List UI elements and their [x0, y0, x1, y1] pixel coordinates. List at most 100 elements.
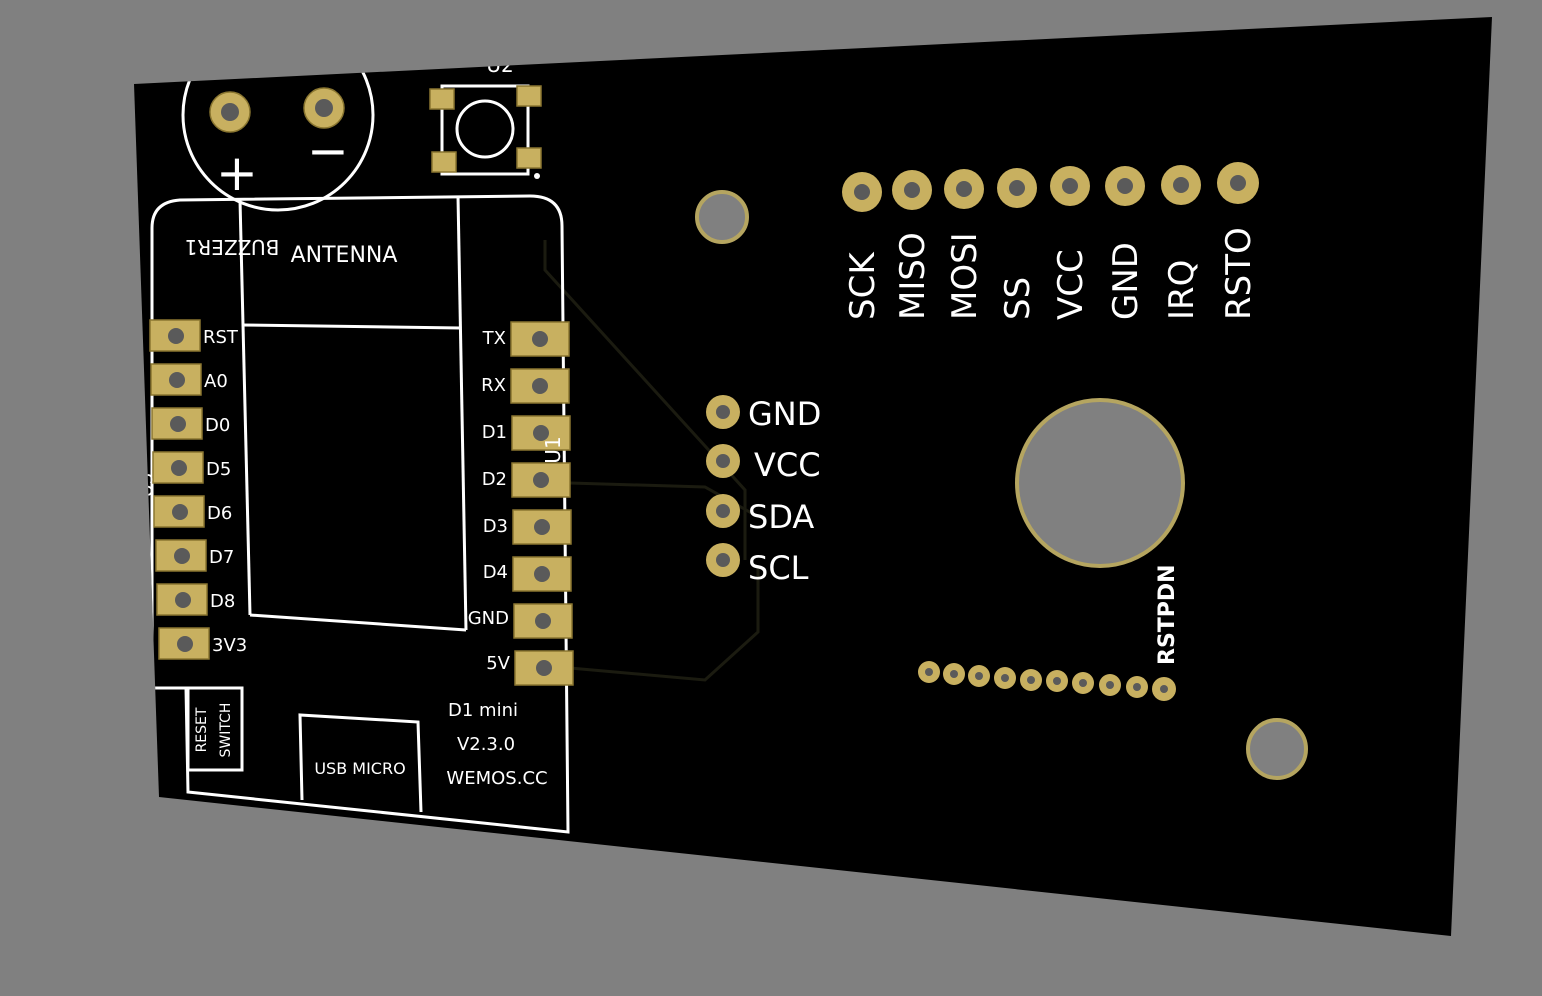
header-hole [1106, 681, 1114, 689]
switch-pad [429, 88, 455, 110]
module-pad-hole [171, 460, 187, 476]
pin-label: A0 [204, 371, 228, 392]
header-hole [956, 181, 972, 197]
module-pad-hole [534, 519, 550, 535]
module-pad-hole [169, 372, 185, 388]
module-pad-hole [177, 636, 193, 652]
pin-label: RX [481, 375, 506, 396]
rfid-label: GND [1106, 242, 1146, 320]
i2c-header [706, 395, 740, 577]
header-hole [1027, 676, 1035, 684]
buzzer-ref-label: BUZZER1 [185, 235, 280, 259]
rfid-label: MISO [893, 232, 933, 320]
module-pad [510, 368, 570, 404]
module-pad-hole [174, 548, 190, 564]
mounting-hole [695, 190, 749, 244]
i2c-label-scl: SCL [748, 549, 809, 587]
module-pad-hole [175, 592, 191, 608]
pin-label: TX [482, 328, 506, 349]
module-version-label: V2.3.0 [457, 734, 515, 755]
header-hole [1053, 677, 1061, 685]
i2c-label-sda: SDA [748, 498, 814, 536]
module-pad-hole [533, 472, 549, 488]
switch-label: SWITCH [218, 703, 234, 758]
pcb-board [134, 17, 1492, 936]
header-hole [716, 553, 730, 567]
buzzer-minus-label: − [307, 122, 349, 180]
switch-pad [516, 85, 542, 107]
reset-switch-outline [186, 686, 244, 772]
pin-label: D1 [482, 422, 507, 443]
header-hole [1062, 178, 1078, 194]
pin-label: GND [468, 608, 509, 629]
pin-label: D6 [207, 503, 232, 524]
header-hole [716, 405, 730, 419]
pin-label: D7 [209, 547, 234, 568]
header-hole [1001, 674, 1009, 682]
buzzer-hole [315, 99, 333, 117]
header-hole [950, 670, 958, 678]
module-right-pads [510, 321, 574, 686]
pin-label: D0 [205, 415, 230, 436]
usb-outline [298, 713, 423, 813]
partial-ref-label: U3 [136, 473, 157, 498]
module-outline [150, 194, 570, 834]
switch-pin1-dot [534, 173, 540, 179]
pin-label: D3 [483, 516, 508, 537]
module-inner-line [249, 613, 467, 632]
module-left-labels: RST A0 D0 D5 D6 D7 D8 3V3 [203, 327, 247, 656]
module-pad-hole [170, 416, 186, 432]
switch-outline [440, 84, 530, 176]
header-hole [1133, 683, 1141, 691]
pin-label: D2 [482, 469, 507, 490]
rfid-header [842, 162, 1259, 212]
rfid-label: SCK [843, 251, 883, 320]
mounting-hole [1246, 718, 1308, 780]
trace [569, 565, 760, 682]
antenna-label: ANTENNA [291, 243, 398, 268]
header-hole [1009, 180, 1025, 196]
rfid-label: IRQ [1162, 260, 1202, 320]
rfid-label: MOSI [945, 232, 985, 320]
header-hole [1173, 177, 1189, 193]
module-pad-hole [168, 328, 184, 344]
module-pad-hole [536, 660, 552, 676]
rfid-label: VCC [1051, 249, 1091, 320]
module-left-pads [149, 319, 210, 660]
header-hole [716, 454, 730, 468]
module-pad-hole [172, 504, 188, 520]
switch-pad [431, 151, 457, 173]
rfid-label: RSTO [1219, 227, 1259, 320]
module-name-label: D1 mini [448, 700, 518, 721]
reset-label: RESET [194, 707, 210, 752]
module-pad-hole [532, 331, 548, 347]
module-inner-line [238, 199, 252, 616]
pin-label: 3V3 [212, 635, 247, 656]
header-hole [1079, 679, 1087, 687]
i2c-label-gnd: GND [748, 395, 821, 433]
pin-label: RST [203, 327, 239, 348]
module-pad-hole [532, 378, 548, 394]
usb-label: USB MICRO [314, 759, 405, 778]
pin-label: 5V [486, 653, 510, 674]
rfid-label: SS [998, 277, 1038, 320]
bottom-header [918, 661, 1176, 701]
module-pad-hole [535, 613, 551, 629]
header-hole [1160, 685, 1168, 693]
switch-ref-label: U2 [486, 53, 513, 77]
header-hole [975, 672, 983, 680]
module-pad-hole [534, 566, 550, 582]
buzzer-hole [221, 103, 239, 121]
pin-label: D4 [483, 562, 508, 583]
antenna-divider [241, 323, 461, 330]
header-hole [854, 184, 870, 200]
module-vendor-label: WEMOS.CC [446, 768, 547, 789]
module-pad-hole [533, 425, 549, 441]
pin-label: D5 [206, 459, 231, 480]
trace [543, 240, 747, 560]
header-hole [1117, 178, 1133, 194]
rstpdn-label: RSTPDN [1155, 564, 1180, 665]
module-inner-line [456, 195, 468, 631]
header-hole [1230, 175, 1246, 191]
